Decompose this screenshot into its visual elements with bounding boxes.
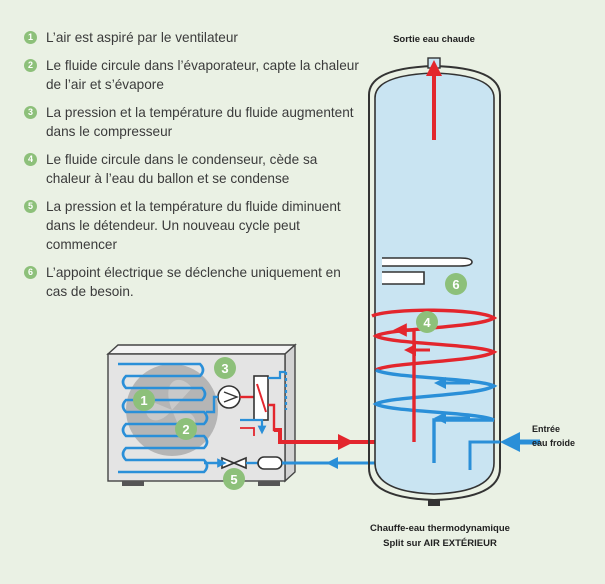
- step-text: L’appoint électrique se déclenche unique…: [46, 265, 341, 299]
- water-tank: [368, 57, 540, 506]
- step-text: Le fluide circule dans le condenseur, cè…: [46, 152, 318, 186]
- caption-line-1: Chauffe-eau thermodynamique: [370, 523, 510, 534]
- step-number-badge: 3: [24, 106, 37, 119]
- step-text: Le fluide circule dans l’évaporateur, ca…: [46, 58, 359, 92]
- hot-outlet-label: Sortie eau chaude: [393, 34, 475, 45]
- step-number-badge: 2: [24, 59, 37, 72]
- cold-inlet-label: Entrée: [532, 424, 560, 434]
- step-text: La pression et la température du fluide …: [46, 199, 341, 252]
- step-item: 1 L’air est aspiré par le ventilateur: [24, 28, 364, 47]
- badge-2: 2: [175, 418, 197, 440]
- cold-inlet-label-2: eau froide: [532, 438, 575, 448]
- step-item: 3 La pression et la température du fluide…: [24, 103, 364, 141]
- svg-text:4: 4: [423, 315, 431, 330]
- caption-line-2: Split sur AIR EXTÉRIEUR: [383, 538, 497, 549]
- filter-icon: [257, 456, 283, 470]
- step-number-badge: 4: [24, 153, 37, 166]
- step-number-badge: 6: [24, 266, 37, 279]
- step-item: 4 Le fluide circule dans le condenseur, c…: [24, 150, 364, 188]
- outdoor-unit: [106, 343, 297, 486]
- svg-text:6: 6: [452, 277, 459, 292]
- badge-1: 1: [133, 389, 155, 411]
- badge-5: 5: [223, 468, 245, 490]
- evaporator-coil: [118, 362, 209, 474]
- badge-3: 3: [214, 357, 236, 379]
- svg-text:3: 3: [221, 361, 228, 376]
- step-number-badge: 5: [24, 200, 37, 213]
- svg-text:1: 1: [140, 393, 147, 408]
- step-item: 2 Le fluide circule dans l’évaporateur, c…: [24, 56, 364, 94]
- step-text: L’air est aspiré par le ventilateur: [46, 30, 238, 45]
- step-text: La pression et la température du fluide …: [46, 105, 354, 139]
- badge-6: 6: [445, 273, 467, 295]
- badge-4: 4: [416, 311, 438, 333]
- svg-text:5: 5: [230, 472, 237, 487]
- step-number-badge: 1: [24, 31, 37, 44]
- svg-text:2: 2: [182, 422, 189, 437]
- condenser-coil-hot: [371, 308, 498, 372]
- electric-heater-icon: [382, 257, 473, 267]
- step-item: 5 La pression et la température du fluide…: [24, 197, 364, 254]
- step-item: 6 L’appoint électrique se déclenche uniqu…: [24, 263, 364, 301]
